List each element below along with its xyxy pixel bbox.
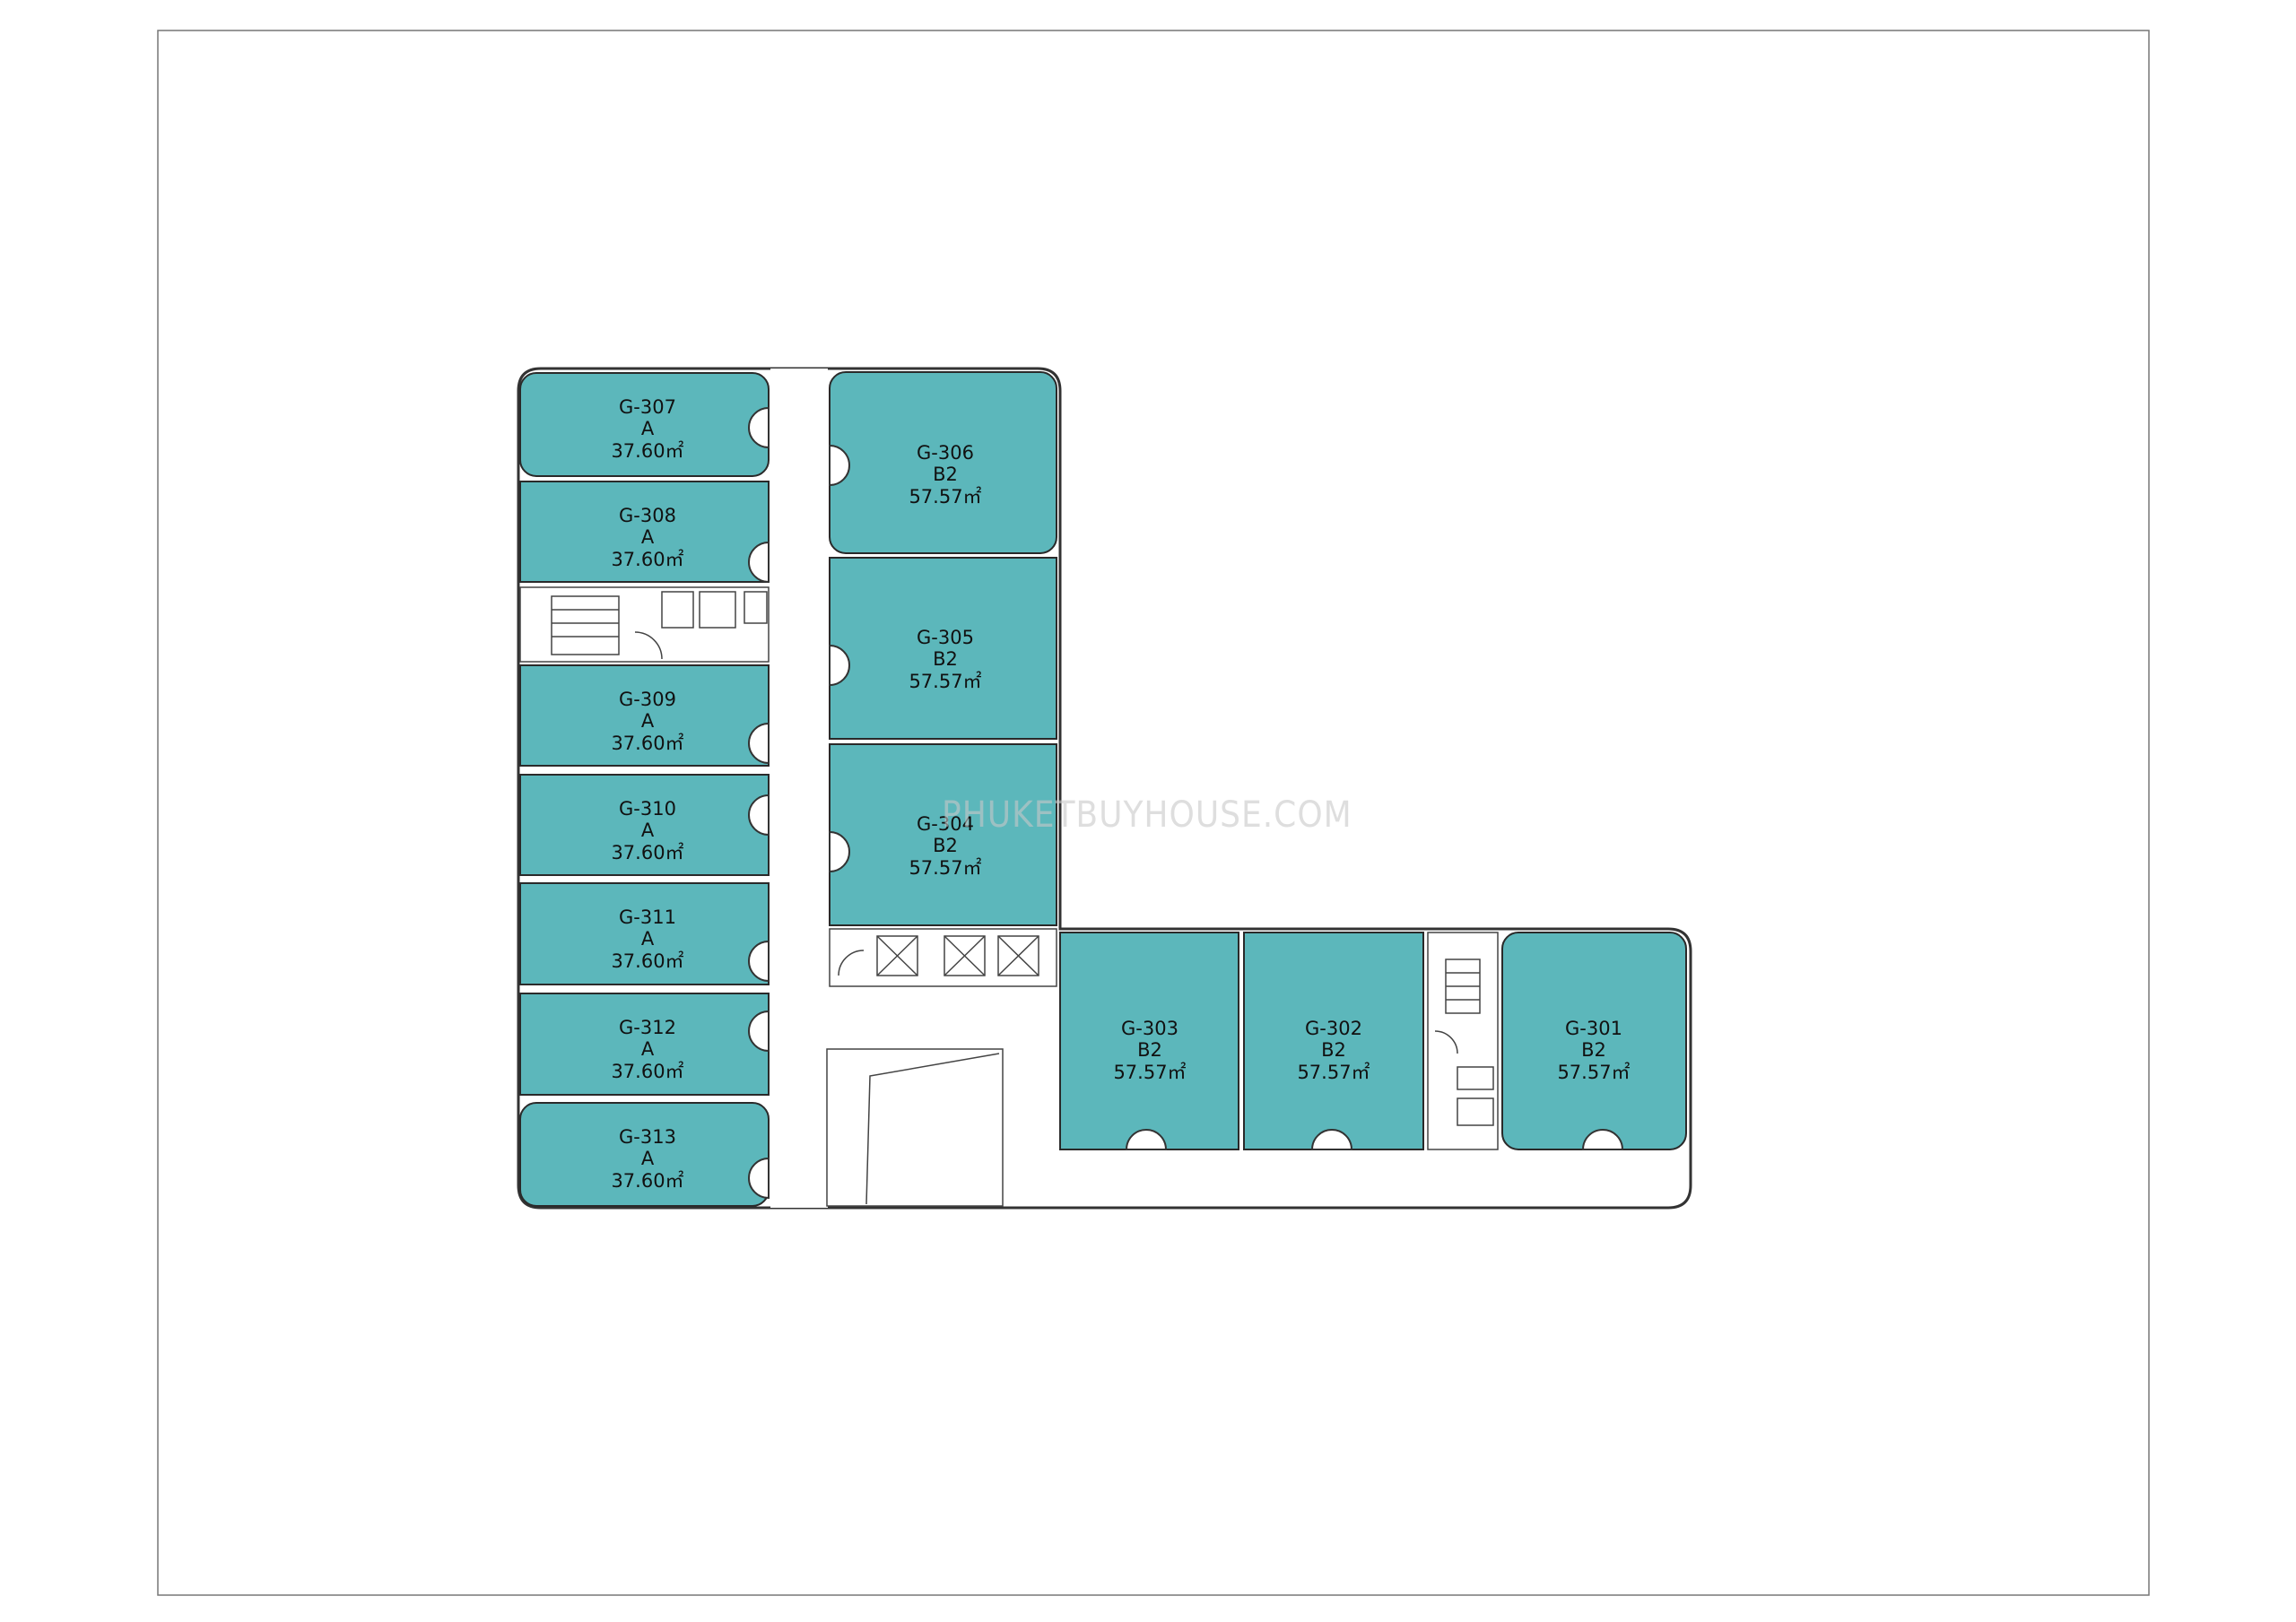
unit-area: 57.57㎡ — [909, 857, 981, 879]
unit-type: B2 — [1321, 1039, 1346, 1061]
unit-g304[interactable]: G-304 B2 57.57㎡ — [829, 743, 1057, 926]
unit-id: G-309 — [619, 689, 676, 710]
unit-g302[interactable]: G-302 B2 57.57㎡ — [1243, 932, 1424, 1150]
horizontal-corridor — [1051, 1150, 1661, 1204]
unit-id: G-305 — [917, 627, 974, 648]
unit-id: G-308 — [619, 505, 676, 526]
unit-area: 37.60㎡ — [611, 549, 683, 570]
unit-type: B2 — [933, 464, 958, 485]
unit-g308[interactable]: G-308 A 37.60㎡ — [519, 481, 770, 583]
bottom-row-doors — [1125, 1129, 1624, 1150]
stair-core-right — [1427, 932, 1499, 1150]
unit-g306[interactable]: G-306 B2 57.57㎡ — [829, 371, 1057, 554]
unit-area: 57.57㎡ — [1113, 1062, 1186, 1083]
unit-area: 57.57㎡ — [909, 486, 981, 507]
unit-id: G-304 — [917, 813, 974, 835]
stair-core-left — [519, 586, 770, 663]
unit-type: A — [641, 526, 655, 548]
unit-type: A — [641, 710, 655, 732]
unit-id: G-312 — [619, 1017, 676, 1038]
unit-g305[interactable]: G-305 B2 57.57㎡ — [829, 557, 1057, 740]
unit-g313[interactable]: G-313 A 37.60㎡ — [519, 1102, 770, 1207]
unit-type: A — [641, 418, 655, 439]
unit-area: 37.60㎡ — [611, 1061, 683, 1082]
unit-area: 37.60㎡ — [611, 733, 683, 754]
vertical-corridor — [770, 369, 828, 1208]
unit-id: G-311 — [619, 906, 676, 928]
unit-type: A — [641, 820, 655, 841]
unit-type: B2 — [933, 648, 958, 670]
unit-area: 37.60㎡ — [611, 842, 683, 863]
unit-id: G-306 — [917, 442, 974, 464]
unit-type: A — [641, 1038, 655, 1060]
unit-area: 57.57㎡ — [909, 671, 981, 692]
unit-type: B2 — [1137, 1039, 1162, 1061]
atrium-void — [826, 1048, 1004, 1207]
unit-g303[interactable]: G-303 B2 57.57㎡ — [1059, 932, 1239, 1150]
unit-g307[interactable]: G-307 A 37.60㎡ — [519, 372, 770, 477]
building-outline — [517, 367, 1692, 1210]
watermark: PHUKETBUYHOUSE.COM — [942, 794, 1352, 836]
left-unit-doors — [748, 406, 770, 1200]
unit-g309[interactable]: G-309 A 37.60㎡ — [519, 664, 770, 767]
unit-g311[interactable]: G-311 A 37.60㎡ — [519, 882, 770, 985]
unit-type: B2 — [1581, 1039, 1606, 1061]
unit-type: A — [641, 928, 655, 950]
unit-id: G-302 — [1305, 1018, 1362, 1039]
unit-g312[interactable]: G-312 A 37.60㎡ — [519, 993, 770, 1096]
sheet-frame — [157, 30, 2150, 1596]
unit-type: B2 — [933, 835, 958, 856]
unit-id: G-307 — [619, 396, 676, 418]
unit-id: G-313 — [619, 1126, 676, 1148]
unit-g301[interactable]: G-301 B2 57.57㎡ — [1501, 932, 1687, 1150]
unit-id: G-310 — [619, 798, 676, 820]
unit-id: G-301 — [1565, 1018, 1622, 1039]
elevator-core — [829, 928, 1057, 987]
unit-area: 37.60㎡ — [611, 440, 683, 462]
unit-area: 57.57㎡ — [1557, 1062, 1630, 1083]
unit-area: 57.57㎡ — [1297, 1062, 1370, 1083]
unit-g310[interactable]: G-310 A 37.60㎡ — [519, 774, 770, 876]
unit-area: 37.60㎡ — [611, 1170, 683, 1192]
unit-id: G-303 — [1121, 1018, 1178, 1039]
unit-area: 37.60㎡ — [611, 950, 683, 972]
right-column-doors — [829, 444, 850, 873]
unit-type: A — [641, 1148, 655, 1169]
